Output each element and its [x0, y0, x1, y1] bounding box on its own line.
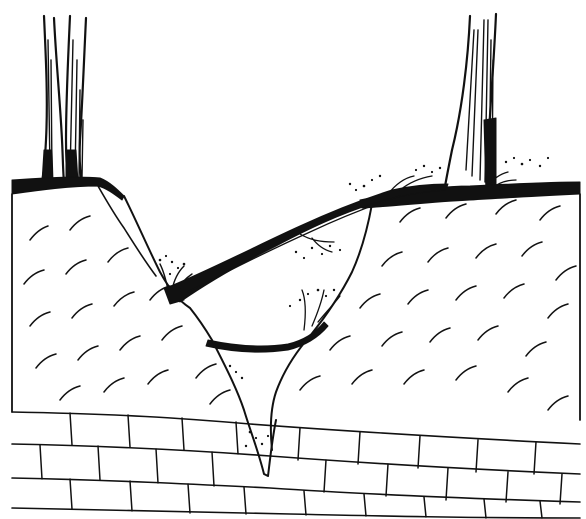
paper-background	[0, 0, 586, 519]
cross-section-illustration	[0, 0, 586, 519]
